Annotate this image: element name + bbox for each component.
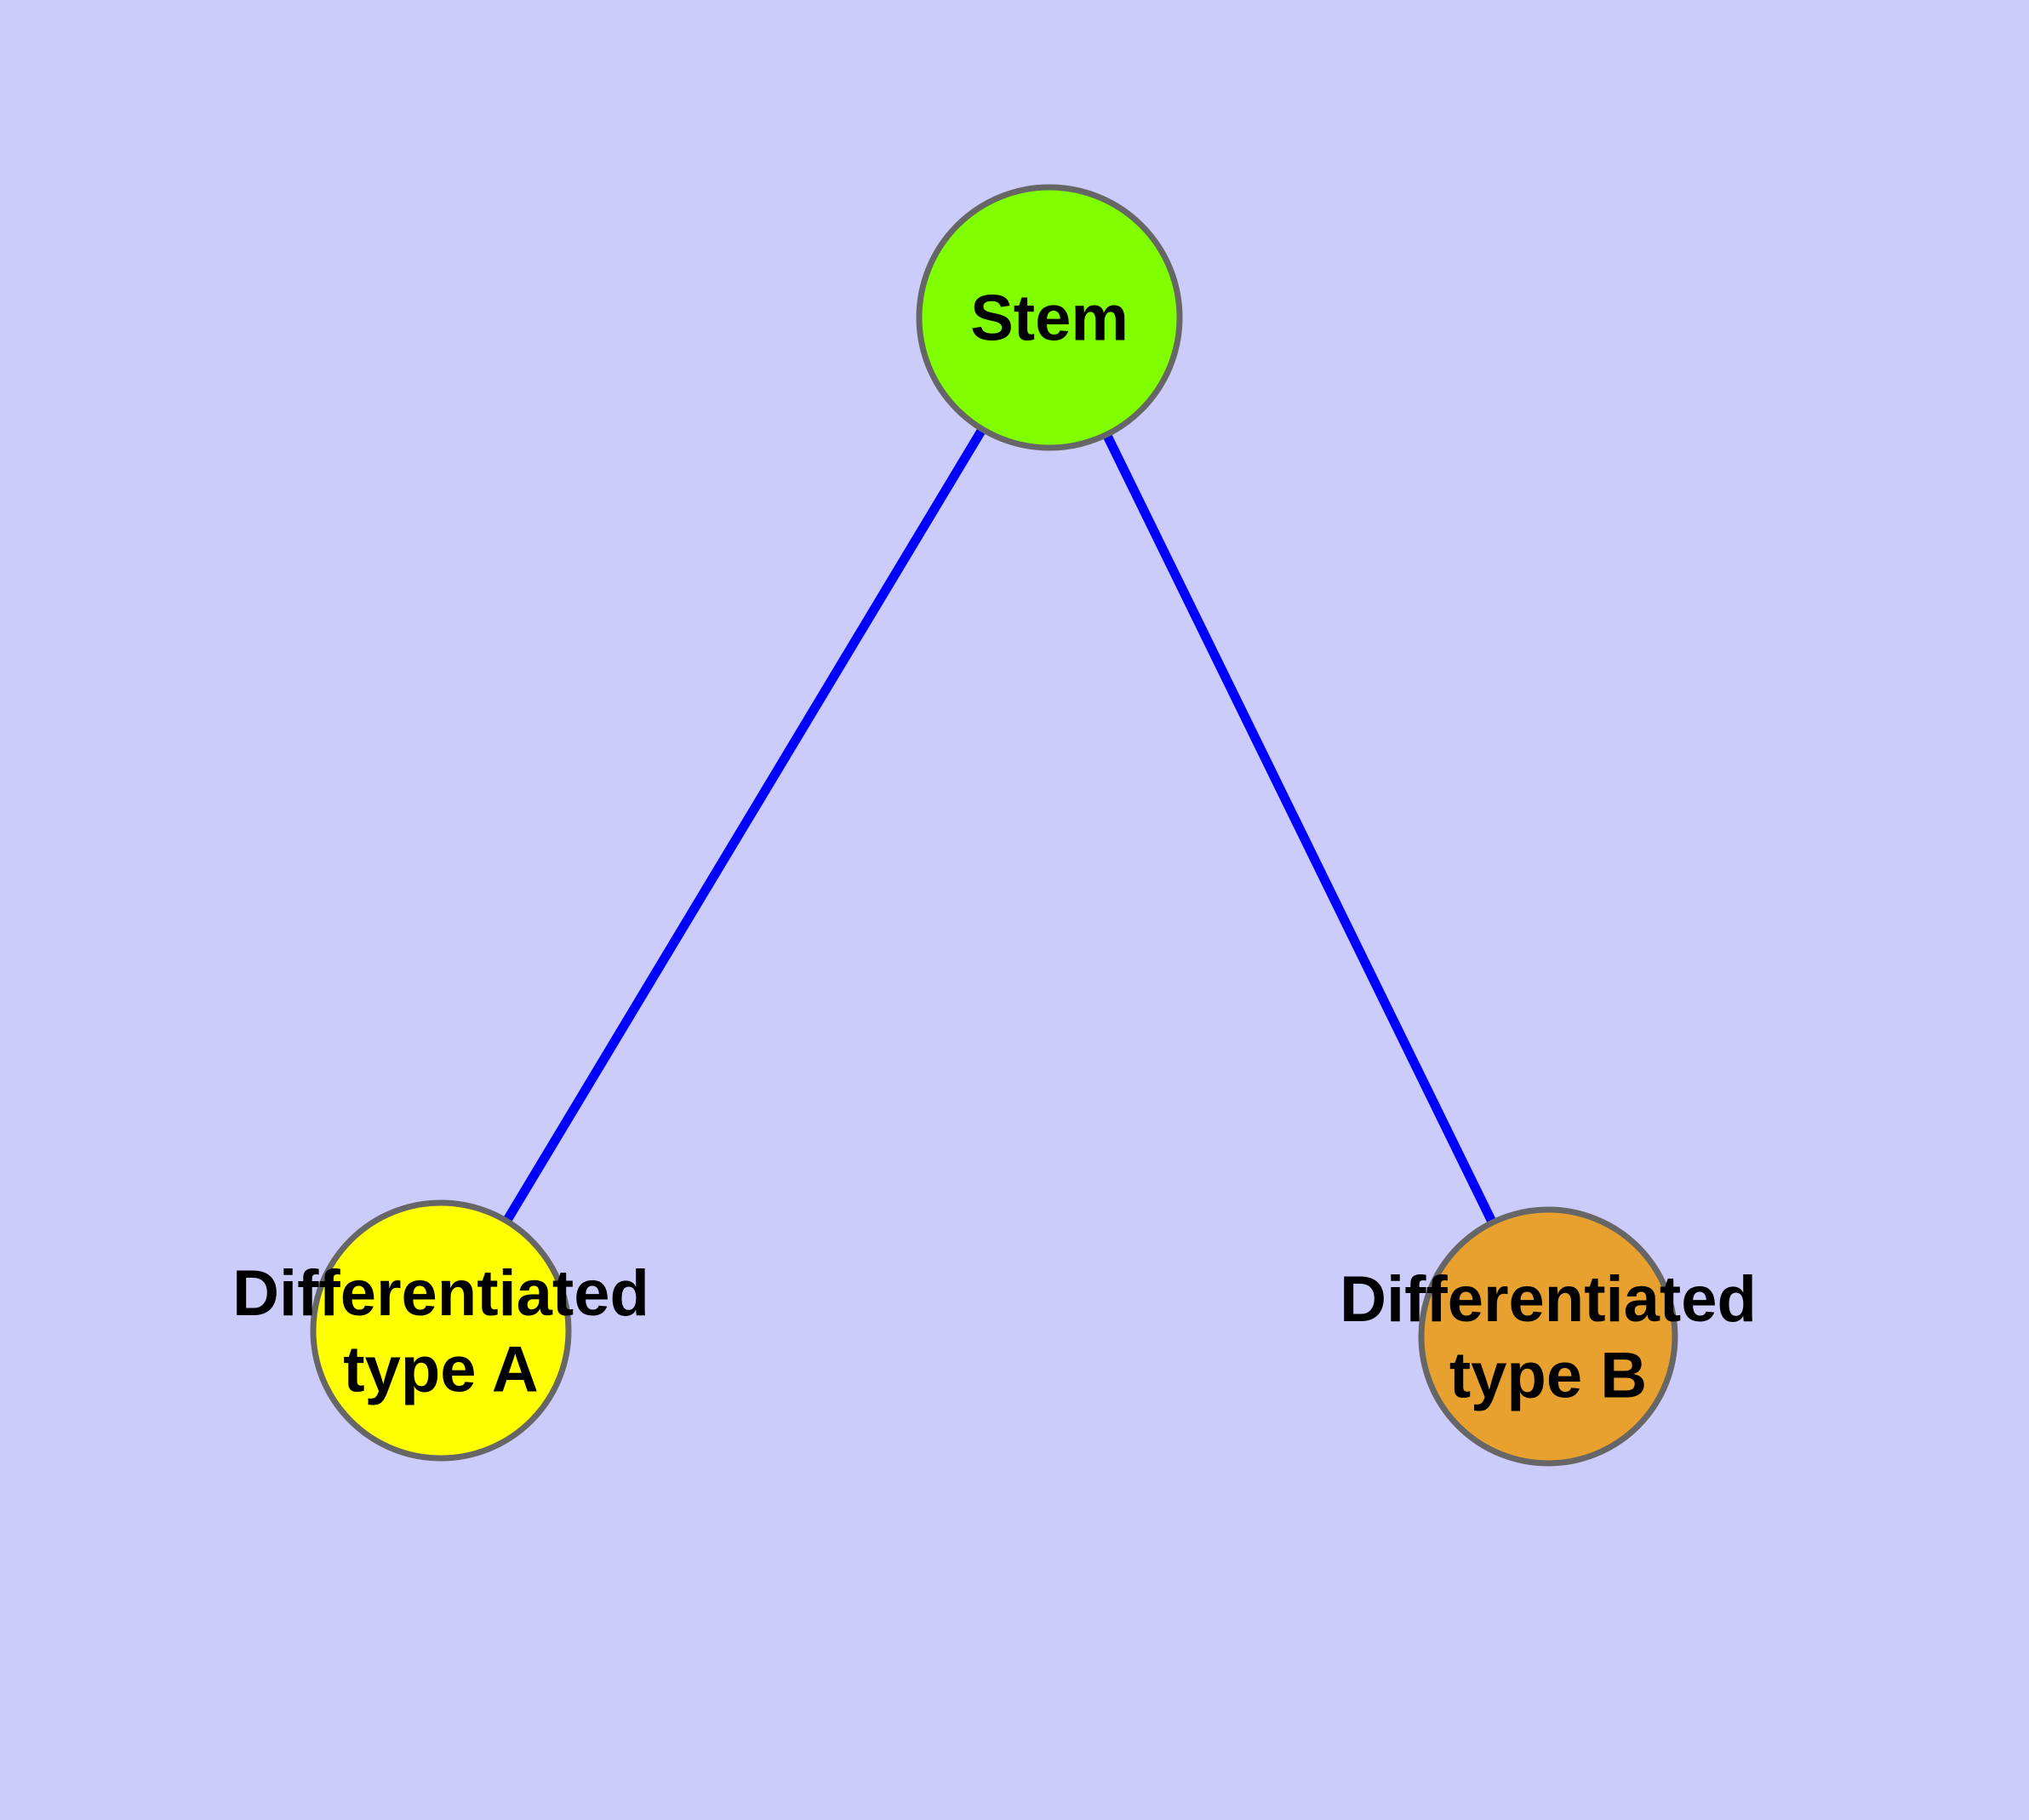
node-label-line: type A xyxy=(343,1333,538,1405)
node-layer xyxy=(310,184,1678,1467)
node-label-line: Differentiated xyxy=(232,1257,649,1330)
node-label-line: type B xyxy=(1449,1339,1647,1411)
edge-layer xyxy=(437,315,1552,1339)
node-differentiated-type-a[interactable] xyxy=(310,1199,572,1462)
node-label-stem: Stem xyxy=(970,283,1129,355)
node-differentiated-type-b[interactable] xyxy=(1418,1206,1678,1467)
node-label-line: Differentiated xyxy=(1340,1263,1757,1336)
node-differentiated-type-b-circle[interactable] xyxy=(1418,1206,1678,1467)
node-stem-circle[interactable] xyxy=(916,184,1183,451)
node-stem[interactable] xyxy=(916,184,1183,451)
edge-stem-to-differentiated-type-b[interactable] xyxy=(1045,315,1552,1339)
node-differentiated-type-a-circle[interactable] xyxy=(310,1199,572,1462)
node-label-line: Stem xyxy=(970,283,1129,355)
edge-stem-to-differentiated-type-a[interactable] xyxy=(437,315,1054,1333)
